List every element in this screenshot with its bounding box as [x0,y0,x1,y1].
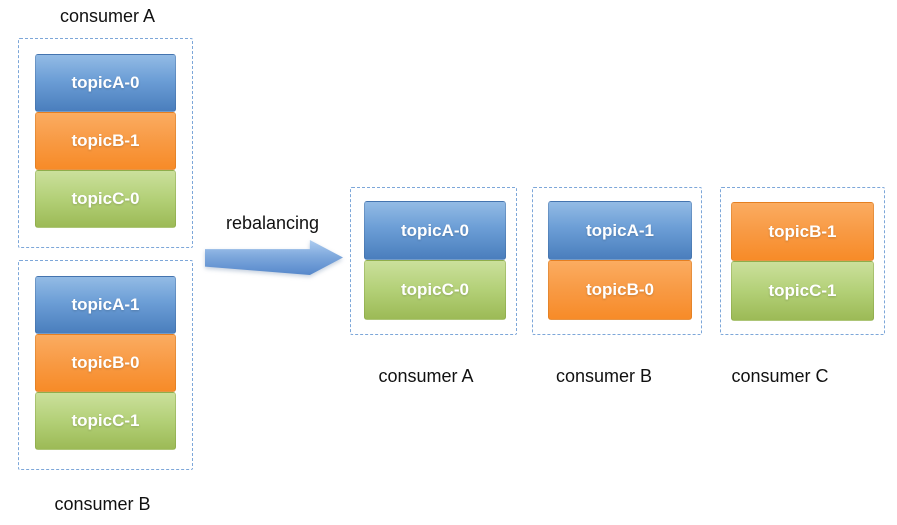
partition-topicB-1: topicB-1 [35,112,176,170]
rebalancing-arrow [205,240,343,275]
after-consumer-a-partitions: topicA-0 topicC-0 [364,201,506,320]
before-consumer-a-partitions: topicA-0 topicB-1 topicC-0 [35,54,176,228]
before-consumer-a-label: consumer A [59,6,156,26]
partition-topicC-0: topicC-0 [364,260,506,320]
after-consumer-b-partitions: topicA-1 topicB-0 [548,201,692,320]
after-consumer-a-label: consumer A [378,366,474,386]
partition-topicB-0: topicB-0 [548,260,692,320]
partition-topicA-1: topicA-1 [548,201,692,260]
after-consumer-c-label: consumer C [731,366,829,386]
partition-topicA-0: topicA-0 [364,201,506,260]
before-consumer-b-label: consumer B [54,494,151,514]
partition-topicB-1: topicB-1 [731,202,874,261]
partition-topicA-1: topicA-1 [35,276,176,334]
rebalancing-label: rebalancing [225,213,320,233]
partition-topicB-0: topicB-0 [35,334,176,392]
partition-topicC-1: topicC-1 [731,261,874,321]
partition-topicC-1: topicC-1 [35,392,176,450]
partition-topicA-0: topicA-0 [35,54,176,112]
right-arrow-icon [205,240,343,275]
before-consumer-b-partitions: topicA-1 topicB-0 topicC-1 [35,276,176,450]
after-consumer-b-label: consumer B [555,366,653,386]
partition-topicC-0: topicC-0 [35,170,176,228]
after-consumer-c-partitions: topicB-1 topicC-1 [731,202,874,321]
